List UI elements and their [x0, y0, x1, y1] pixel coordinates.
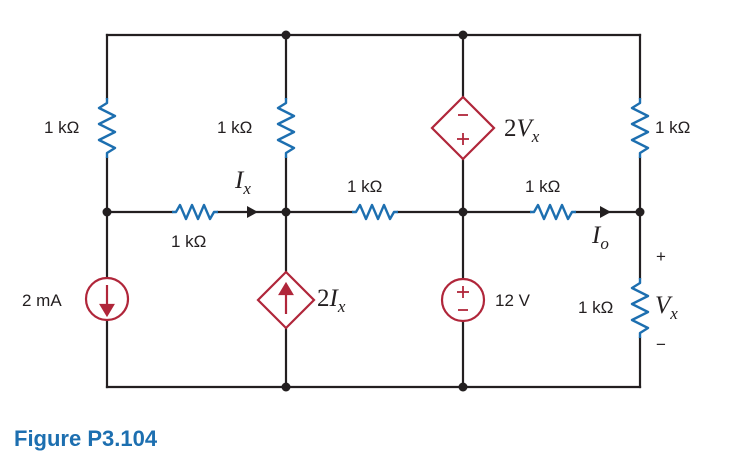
voltage-source-12v	[440, 277, 486, 323]
label-vx: Vx	[655, 292, 678, 323]
label-r-top-right: 1 kΩ	[655, 118, 690, 137]
circuit-diagram: 1 kΩ 1 kΩ 1 kΩ 1 kΩ 1 kΩ 1 kΩ 1 kΩ 2 mA …	[22, 30, 690, 392]
label-r-top-mid: 1 kΩ	[217, 118, 252, 137]
resistor-horiz-left	[172, 203, 218, 221]
resistor-top-right	[630, 98, 650, 158]
io-arrow-icon	[600, 206, 611, 218]
dependent-voltage-source	[430, 95, 496, 161]
resistor-top-mid	[276, 98, 296, 158]
vx-minus-sign: −	[656, 335, 666, 354]
ix-arrow-icon	[247, 206, 258, 218]
label-current-source: 2 mA	[22, 291, 62, 310]
dependent-current-source	[256, 270, 316, 330]
label-io: Io	[591, 222, 609, 253]
label-ix: Ix	[234, 167, 251, 198]
label-r-top-left: 1 kΩ	[44, 118, 79, 137]
figure-caption: Figure P3.104	[14, 426, 158, 451]
label-dependent-voltage: 2Vx	[504, 115, 540, 146]
resistor-horiz-right	[530, 203, 576, 221]
resistor-top-left	[97, 98, 117, 158]
resistor-horiz-mid	[352, 203, 398, 221]
current-source-2ma	[84, 276, 130, 322]
label-dependent-current: 2Ix	[317, 285, 346, 316]
label-voltage-source: 12 V	[495, 291, 531, 310]
label-r-horiz-right: 1 kΩ	[525, 177, 560, 196]
label-r-bottom-right: 1 kΩ	[578, 298, 613, 317]
label-r-horiz-left: 1 kΩ	[171, 232, 206, 251]
vx-plus-sign: +	[656, 247, 666, 266]
label-r-horiz-mid: 1 kΩ	[347, 177, 382, 196]
junction-nodes	[102, 30, 645, 392]
resistor-bottom-right	[630, 278, 650, 338]
